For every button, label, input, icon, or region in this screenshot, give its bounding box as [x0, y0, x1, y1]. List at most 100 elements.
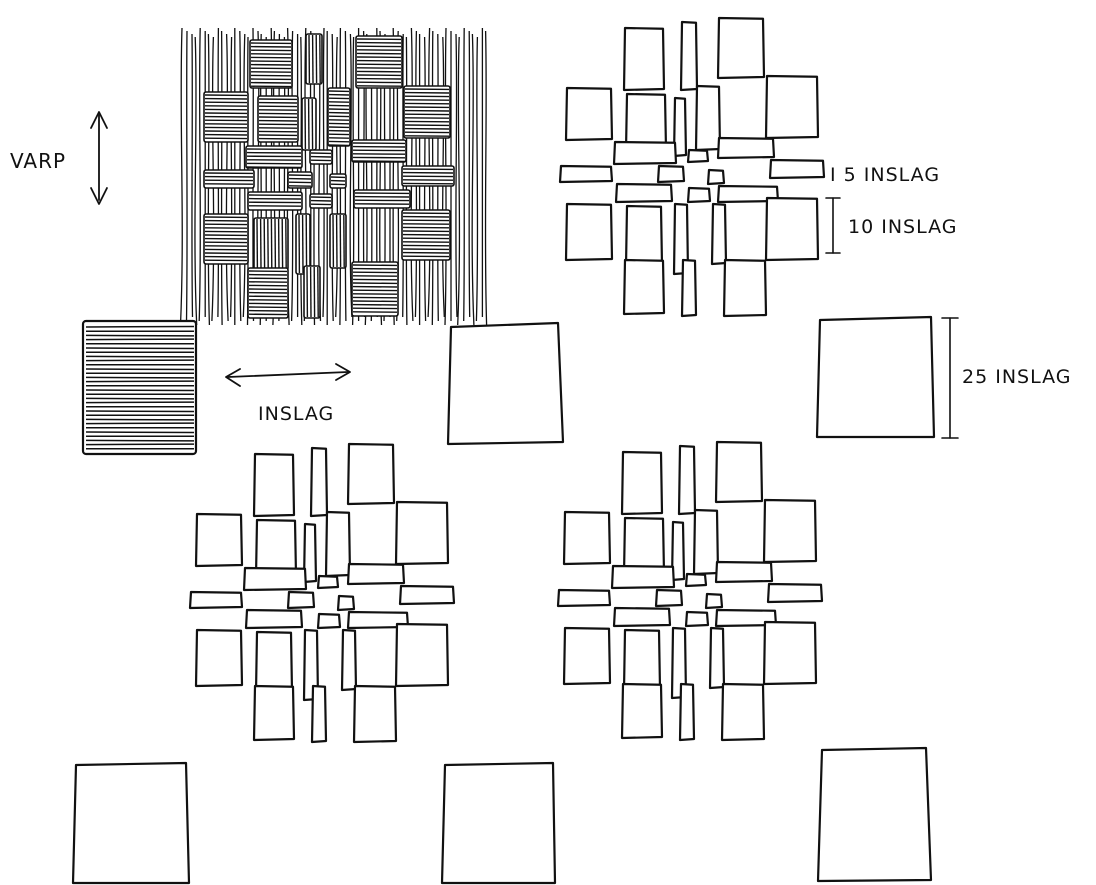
woven-block: [356, 36, 402, 88]
woven-block: [258, 96, 298, 142]
block: [396, 502, 448, 564]
bar-block: [708, 170, 724, 184]
bar-block: [348, 564, 404, 584]
bar-block: [614, 608, 670, 626]
woven-block: [352, 140, 406, 162]
block: [696, 86, 720, 150]
bracket-10-icon: [826, 198, 840, 253]
bar-block: [246, 610, 302, 628]
woven-block: [306, 34, 322, 84]
woven-block: [328, 88, 350, 146]
block: [624, 28, 664, 90]
woven-block: [248, 268, 288, 318]
block: [766, 76, 818, 138]
bar-block: [400, 586, 454, 604]
woven-block: [288, 172, 312, 188]
bar-block: [558, 590, 610, 606]
bar-block: [770, 160, 824, 178]
large-block-right: [817, 317, 934, 437]
block: [622, 684, 662, 738]
large-block-bottom-middle: [442, 763, 555, 883]
bar-block: [686, 574, 706, 586]
bar-block: [311, 448, 327, 516]
bar-block: [682, 260, 696, 316]
bracket-25-icon: [942, 318, 958, 438]
bar-block: [686, 612, 708, 626]
large-block-bottom-right: [818, 748, 931, 881]
bar-block: [679, 446, 695, 514]
inslag-5-label: I 5 INSLAG: [830, 164, 940, 186]
woven-block: [310, 150, 332, 164]
bar-block: [338, 596, 354, 610]
block: [724, 260, 766, 316]
block: [694, 510, 718, 574]
inslag-25-label: 25 INSLAG: [962, 366, 1072, 388]
bar-block: [718, 138, 774, 158]
block: [196, 514, 242, 566]
bar-block: [614, 142, 676, 164]
block-pattern-bottom-left: [190, 444, 454, 742]
block: [196, 630, 242, 686]
bar-block: [656, 590, 682, 606]
large-block-bottom-left: [73, 763, 189, 883]
block: [764, 500, 816, 562]
woven-block: [402, 210, 450, 260]
woven-block: [302, 98, 316, 150]
block: [716, 442, 762, 502]
bar-block: [658, 166, 684, 182]
block: [254, 686, 294, 740]
bar-block: [244, 568, 306, 590]
block: [766, 198, 818, 260]
woven-block: [204, 170, 254, 188]
woven-block: [352, 262, 398, 316]
weft-swatch: [83, 321, 196, 454]
bar-block: [688, 188, 710, 202]
block: [764, 622, 816, 684]
bar-block: [318, 614, 340, 628]
block: [396, 624, 448, 686]
bar-block: [190, 592, 242, 608]
bar-block: [681, 22, 697, 90]
bar-block: [342, 630, 356, 690]
block: [326, 512, 350, 576]
woven-block: [354, 190, 410, 208]
inslag-10-label: 10 INSLAG: [848, 216, 958, 238]
woven-block: [246, 146, 302, 168]
block: [564, 628, 610, 684]
bar-block: [710, 628, 724, 688]
bar-block: [312, 686, 326, 742]
block: [624, 630, 660, 690]
block-pattern-bottom-right: [558, 442, 822, 740]
woven-block: [330, 214, 346, 268]
block: [348, 444, 394, 504]
block: [354, 686, 396, 742]
bar-block: [288, 592, 314, 608]
bar-block: [706, 594, 722, 608]
block: [722, 684, 764, 740]
varp-label: VARP: [10, 149, 66, 173]
block: [566, 88, 612, 140]
block: [564, 512, 610, 564]
varp-arrow-icon: [91, 112, 107, 204]
woven-block: [296, 214, 310, 274]
woven-block: [248, 192, 302, 210]
bar-block: [560, 166, 612, 182]
block: [622, 452, 662, 514]
block: [626, 206, 662, 266]
bar-block: [318, 576, 338, 588]
woven-block: [304, 266, 320, 318]
bar-block: [688, 150, 708, 162]
woven-block: [330, 174, 346, 188]
bar-block: [612, 566, 674, 588]
woven-pattern-drawing: [181, 28, 487, 325]
woven-block: [402, 166, 454, 186]
block: [256, 632, 292, 692]
bar-block: [712, 204, 726, 264]
bar-block: [616, 184, 672, 202]
bar-block: [768, 584, 822, 602]
block: [624, 260, 664, 314]
woven-block: [204, 214, 248, 264]
block: [718, 18, 764, 78]
bar-block: [680, 684, 694, 740]
